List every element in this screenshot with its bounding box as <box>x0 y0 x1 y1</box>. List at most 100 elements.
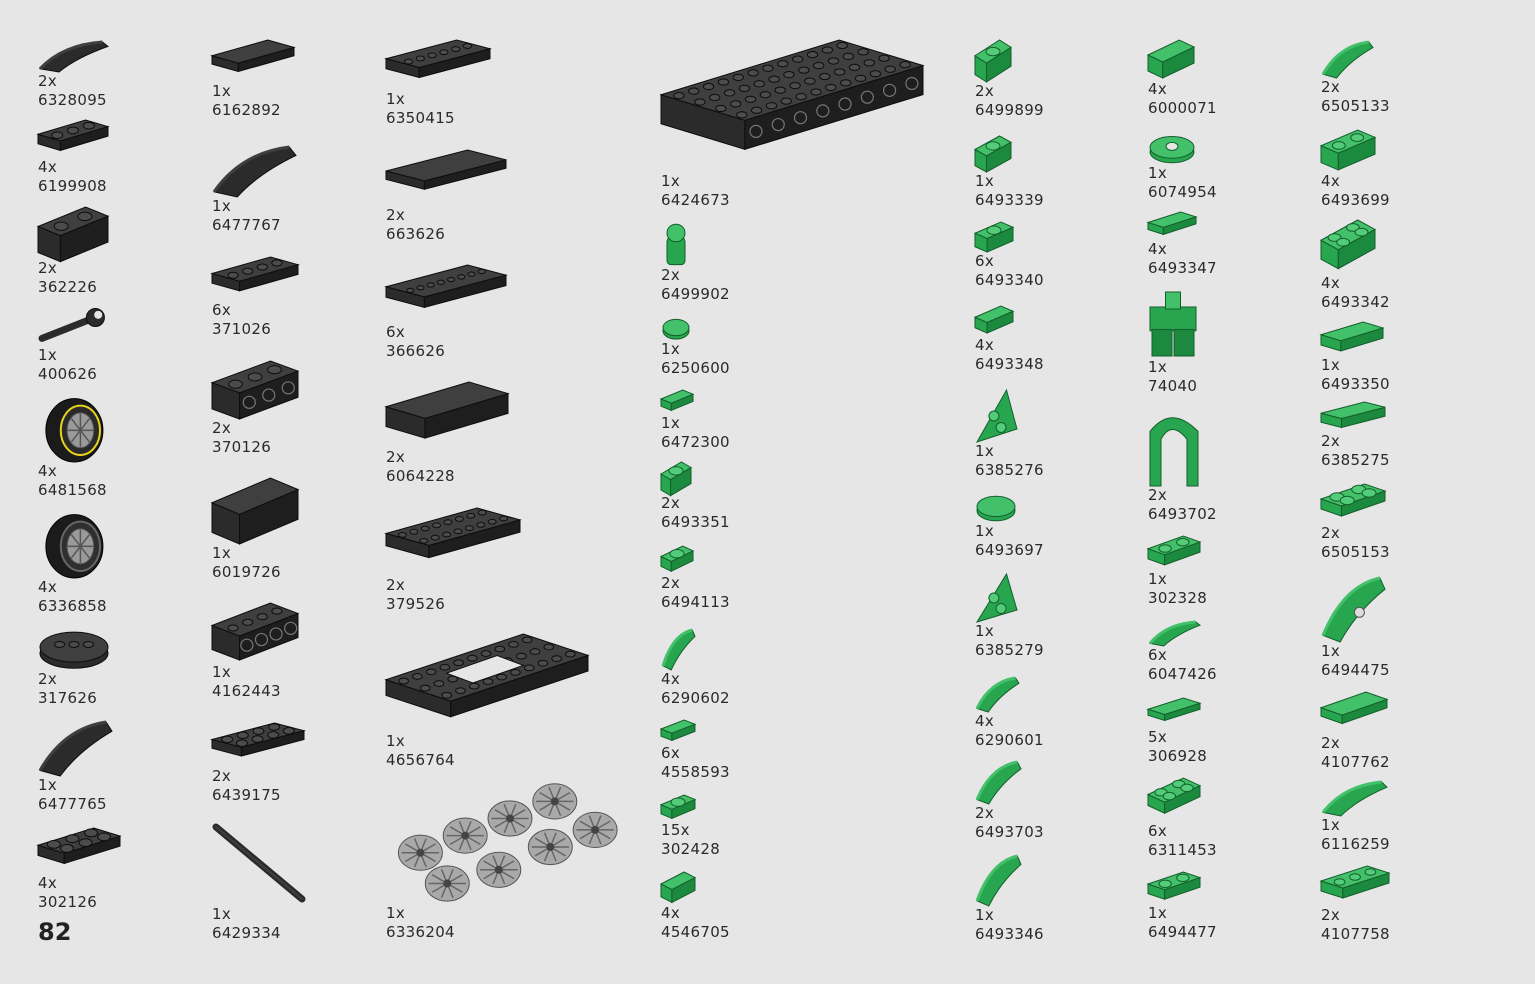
part-element-id: 6311453 <box>1148 841 1217 859</box>
part-quantity: 1x <box>386 732 406 750</box>
part-quantity: 1x <box>1148 904 1168 922</box>
part-image-6493342 <box>1319 219 1377 270</box>
part-quantity: 1x <box>386 90 406 108</box>
part-image-6429334 <box>212 823 306 903</box>
part-image-6493702 <box>1149 417 1199 487</box>
part-quantity: 15x <box>661 821 690 839</box>
part-quantity: 1x <box>661 414 681 432</box>
part-element-id: 6499899 <box>975 101 1044 119</box>
part-image-6311453 <box>1146 777 1202 814</box>
part-image-6493350 <box>1319 321 1385 352</box>
part-image-4107762 <box>1319 691 1389 725</box>
part-quantity: 6x <box>661 744 681 762</box>
part-element-id: 6493697 <box>975 541 1044 559</box>
part-element-id: 6019726 <box>212 563 281 581</box>
part-image-6472300 <box>659 389 695 412</box>
part-element-id: 302126 <box>38 893 98 911</box>
part-quantity: 2x <box>212 419 232 437</box>
part-element-id: 302428 <box>661 840 721 858</box>
part-image-6047426 <box>1148 620 1202 647</box>
part-quantity: 4x <box>1148 240 1168 258</box>
part-image-6493703 <box>975 760 1022 805</box>
part-element-id: 4162443 <box>212 682 281 700</box>
part-image-362226 <box>36 206 110 263</box>
part-quantity: 1x <box>212 663 232 681</box>
part-image-6350415 <box>384 39 492 79</box>
part-element-id: 6350415 <box>386 109 455 127</box>
part-quantity: 2x <box>38 72 58 90</box>
part-element-id: 6499902 <box>661 285 730 303</box>
part-element-id: 6493340 <box>975 271 1044 289</box>
part-quantity: 4x <box>975 336 995 354</box>
part-image-371026 <box>210 256 300 292</box>
part-image-6336204 <box>397 783 618 902</box>
part-quantity: 1x <box>1321 356 1341 374</box>
part-quantity: 1x <box>1148 164 1168 182</box>
part-element-id: 317626 <box>38 689 98 707</box>
part-element-id: 6290602 <box>661 689 730 707</box>
part-image-6250600 <box>662 318 690 340</box>
part-element-id: 6493703 <box>975 823 1044 841</box>
part-quantity: 2x <box>1321 524 1341 542</box>
part-image-6385276 <box>975 388 1018 443</box>
part-element-id: 663626 <box>386 225 446 243</box>
part-image-6481568 <box>45 398 104 463</box>
part-quantity: 2x <box>386 576 406 594</box>
part-quantity: 2x <box>1321 78 1341 96</box>
part-element-id: 6385279 <box>975 641 1044 659</box>
part-quantity: 1x <box>38 346 58 364</box>
part-image-663626 <box>385 149 507 190</box>
part-quantity: 6x <box>975 252 995 270</box>
part-quantity: 6x <box>386 323 406 341</box>
part-image-6064228 <box>384 381 510 439</box>
part-element-id: 302328 <box>1148 589 1208 607</box>
part-element-id: 6336204 <box>386 923 455 941</box>
part-quantity: 1x <box>1148 358 1168 376</box>
part-element-id: 6000071 <box>1148 99 1217 117</box>
part-element-id: 6505133 <box>1321 97 1390 115</box>
part-image-400626 <box>38 308 105 342</box>
part-element-id: 6074954 <box>1148 183 1217 201</box>
part-quantity: 5x <box>1148 728 1168 746</box>
part-image-6000071 <box>1146 39 1196 79</box>
part-element-id: 6385276 <box>975 461 1044 479</box>
part-element-id: 6336858 <box>38 597 107 615</box>
part-quantity: 1x <box>212 82 232 100</box>
part-quantity: 1x <box>975 906 995 924</box>
part-image-302126 <box>36 827 122 865</box>
part-image-6439175 <box>210 722 306 757</box>
part-quantity: 4x <box>975 712 995 730</box>
part-quantity: 2x <box>1321 906 1341 924</box>
part-image-306928 <box>1146 697 1202 722</box>
part-element-id: 306928 <box>1148 747 1208 765</box>
part-quantity: 2x <box>1148 486 1168 504</box>
part-image-4107758 <box>1319 865 1391 899</box>
part-image-6493339 <box>973 135 1013 173</box>
part-element-id: 6494477 <box>1148 923 1217 941</box>
part-element-id: 6429334 <box>212 924 281 942</box>
